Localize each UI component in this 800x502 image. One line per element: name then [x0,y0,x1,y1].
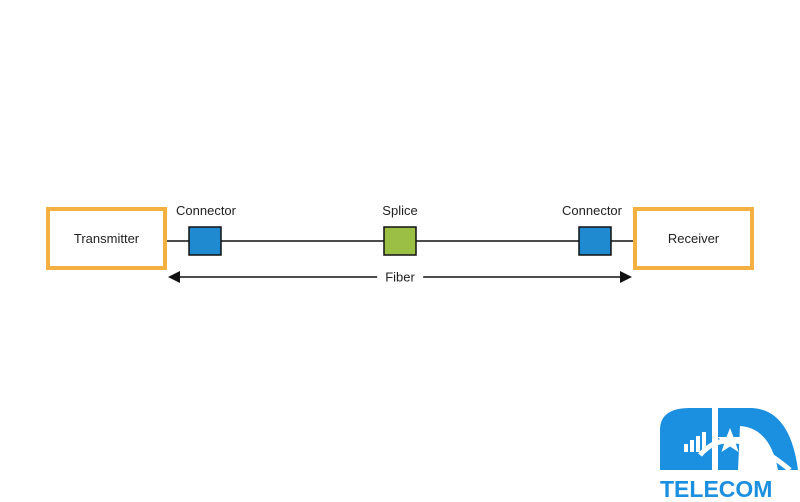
connector-left-icon [188,226,222,256]
splice-label: Splice [382,203,418,218]
transmitter-box: Transmitter [46,207,167,270]
telecom-logo-icon [660,408,798,472]
receiver-label: Receiver [667,231,720,246]
receiver-box: Receiver [633,207,754,270]
fiber-label: Fiber [377,269,423,285]
telecom-logo-text: TELECOM [660,476,773,502]
connector-right-label: Connector [562,203,622,218]
transmitter-label: Transmitter [73,231,140,246]
arrow-left-icon [168,271,180,283]
connector-right-icon [578,226,612,256]
connector-left-label: Connector [176,203,236,218]
splice-icon [383,226,417,256]
arrow-right-icon [620,271,632,283]
